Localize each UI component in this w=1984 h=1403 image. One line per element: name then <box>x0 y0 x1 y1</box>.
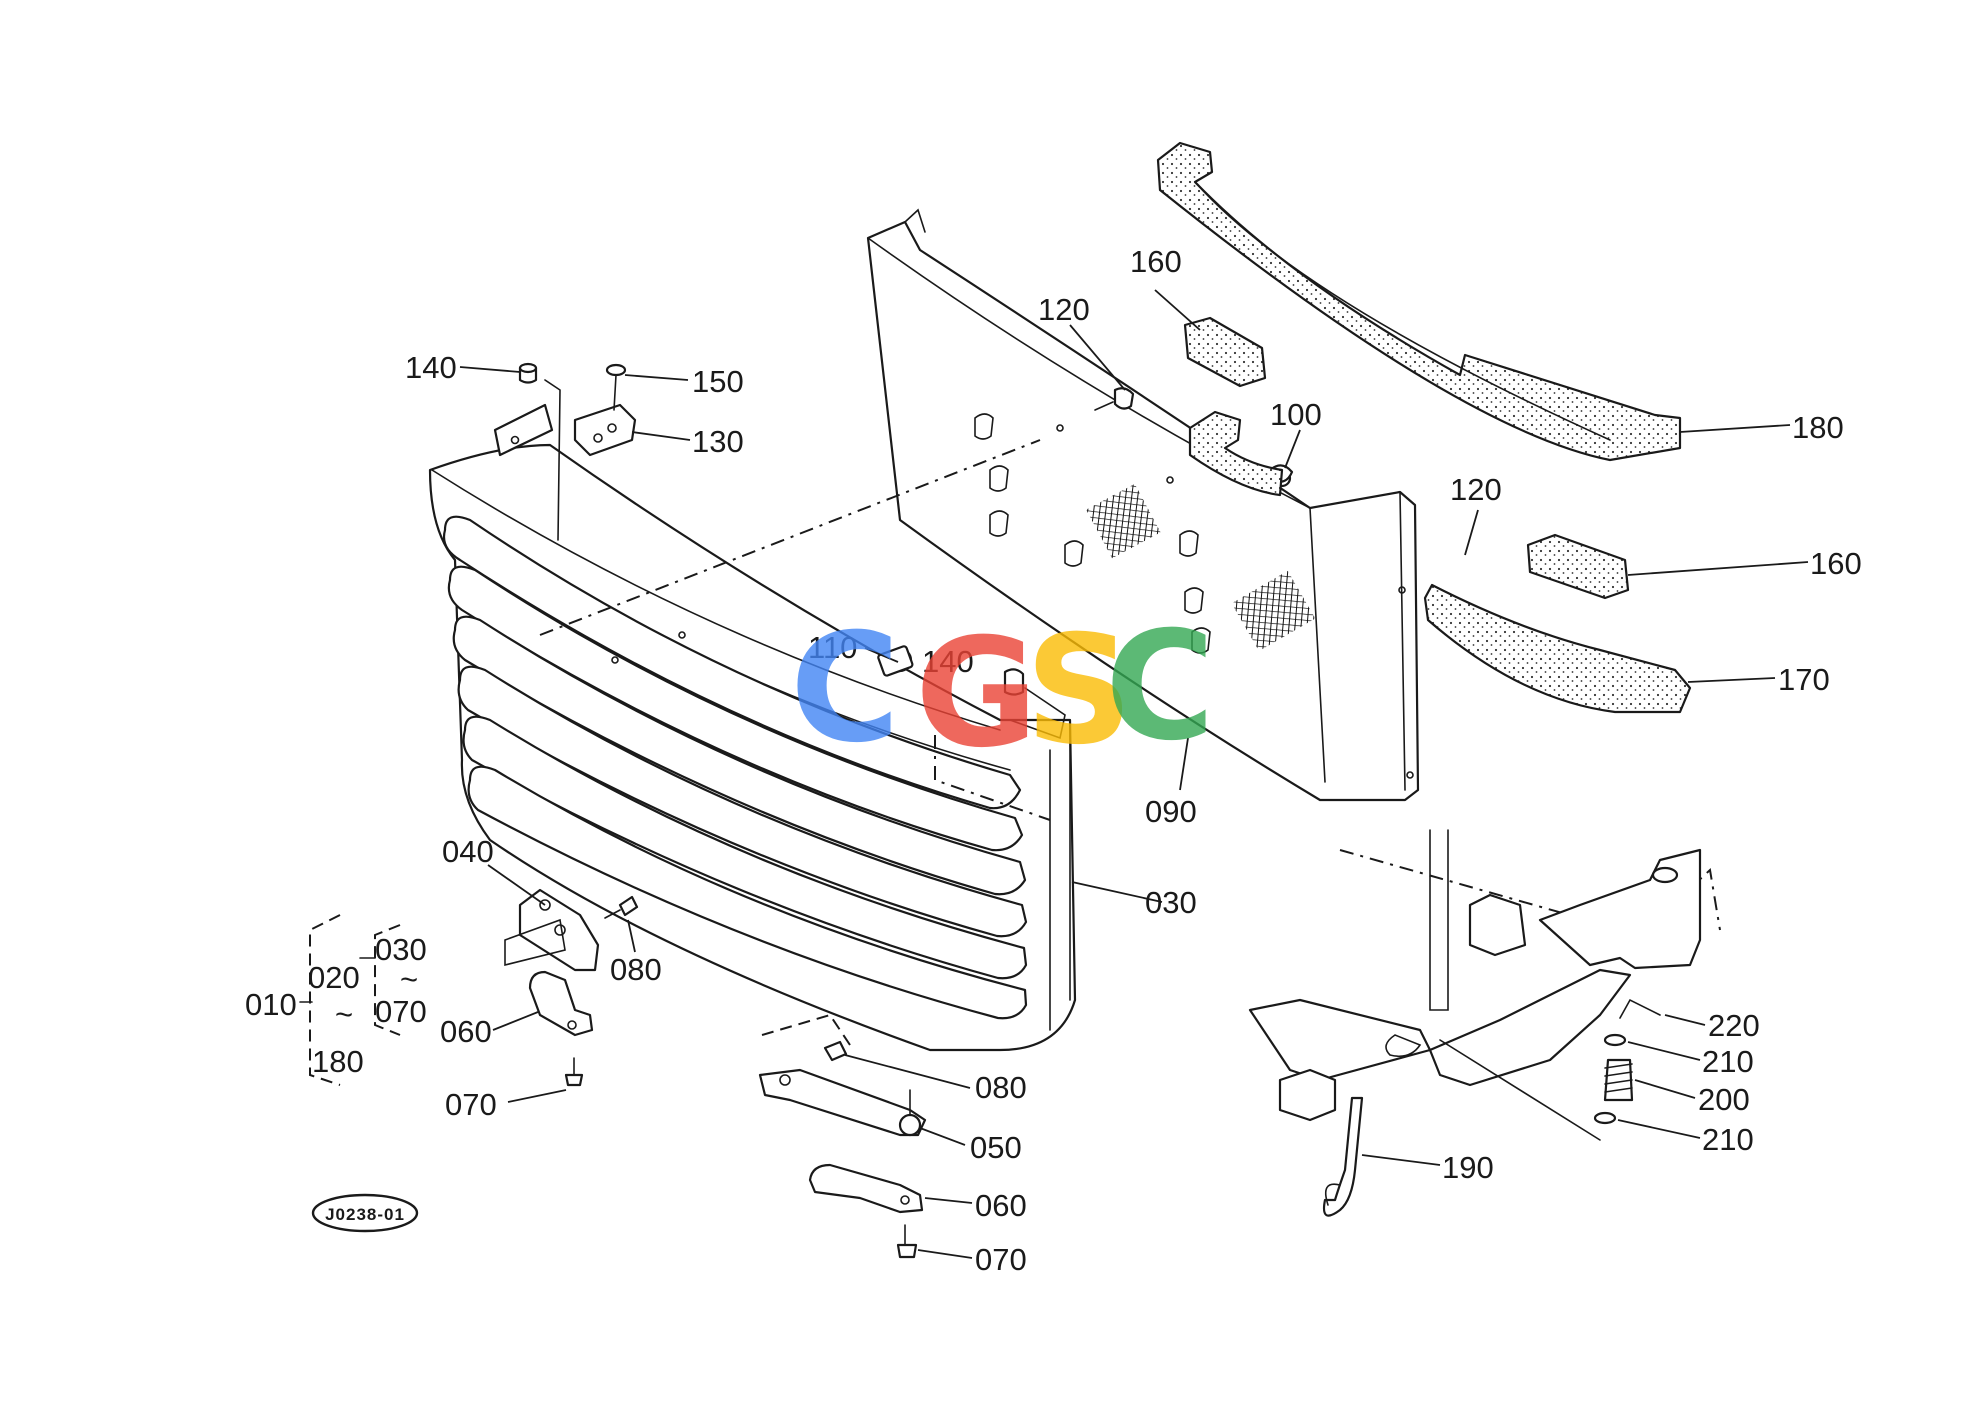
label-030-right: 030 <box>1145 885 1197 920</box>
left-hinge-bracket-040 <box>504 888 639 972</box>
label-070-range: 070 <box>375 994 427 1029</box>
center-plate-060 <box>808 1163 924 1259</box>
label-080-left: 080 <box>610 952 662 987</box>
label-190: 190 <box>1442 1150 1494 1185</box>
drawing-number: J0238-01 <box>325 1205 405 1224</box>
drawing-number-plate: J0238-01 <box>311 1193 419 1233</box>
label-120-right: 120 <box>1450 472 1502 507</box>
left-plate-060 <box>528 970 594 1087</box>
label-170: 170 <box>1778 662 1830 697</box>
label-210-lower: 210 <box>1702 1122 1754 1157</box>
frame-bracket-assembly <box>1248 829 1721 1141</box>
range-mark-left: ~ <box>335 997 353 1032</box>
label-110: 110 <box>808 630 857 665</box>
label-200: 200 <box>1698 1082 1750 1117</box>
label-040: 040 <box>442 834 494 869</box>
watermark-letter-3: S <box>1025 604 1133 778</box>
watermark-letter-1: C <box>790 602 900 776</box>
watermark: C G S C <box>790 600 1215 781</box>
foam-block-160-upper <box>1183 316 1267 388</box>
label-100: 100 <box>1270 397 1322 432</box>
foam-l-piece <box>1188 410 1284 497</box>
rear-baffle-panel <box>866 208 1420 802</box>
label-060-center: 060 <box>975 1188 1027 1223</box>
top-left-bracket <box>493 362 637 541</box>
label-070-center: 070 <box>975 1242 1027 1277</box>
range-bracket <box>299 914 401 1086</box>
label-130: 130 <box>692 424 744 459</box>
label-090: 090 <box>1145 794 1197 829</box>
label-030-range: 030 <box>375 932 427 967</box>
label-180-range: 180 <box>312 1044 364 1079</box>
label-020: 020 <box>308 960 360 995</box>
label-080-center: 080 <box>975 1070 1027 1105</box>
upper-foam-seal-180 <box>1156 141 1682 462</box>
label-120-top: 120 <box>1038 292 1090 327</box>
part-labels: 140 150 130 120 160 100 180 120 160 170 … <box>245 244 1862 1277</box>
leader-lines <box>459 289 1809 1259</box>
label-180-right: 180 <box>1792 410 1844 445</box>
watermark-letter-2: G <box>915 607 1038 781</box>
label-220: 220 <box>1708 1008 1760 1043</box>
label-010: 010 <box>245 987 297 1022</box>
label-160-top: 160 <box>1130 244 1182 279</box>
lower-foam-seal-170 <box>1423 583 1692 714</box>
label-070-left: 070 <box>445 1087 497 1122</box>
spring-group <box>1593 998 1661 1125</box>
label-140-center: 140 <box>922 644 974 679</box>
label-160-right: 160 <box>1810 546 1862 581</box>
label-210-upper: 210 <box>1702 1044 1754 1079</box>
label-050: 050 <box>970 1130 1022 1165</box>
range-mark-right: ~ <box>400 962 418 997</box>
label-140-top: 140 <box>405 350 457 385</box>
lock-pin-hook-190 <box>1322 1096 1364 1217</box>
watermark-letter-4: C <box>1105 600 1215 774</box>
label-060-left: 060 <box>440 1014 492 1049</box>
label-150: 150 <box>692 364 744 399</box>
front-grille <box>428 439 1077 1052</box>
foam-block-160-lower <box>1526 533 1630 600</box>
center-link-050 <box>758 1013 927 1137</box>
